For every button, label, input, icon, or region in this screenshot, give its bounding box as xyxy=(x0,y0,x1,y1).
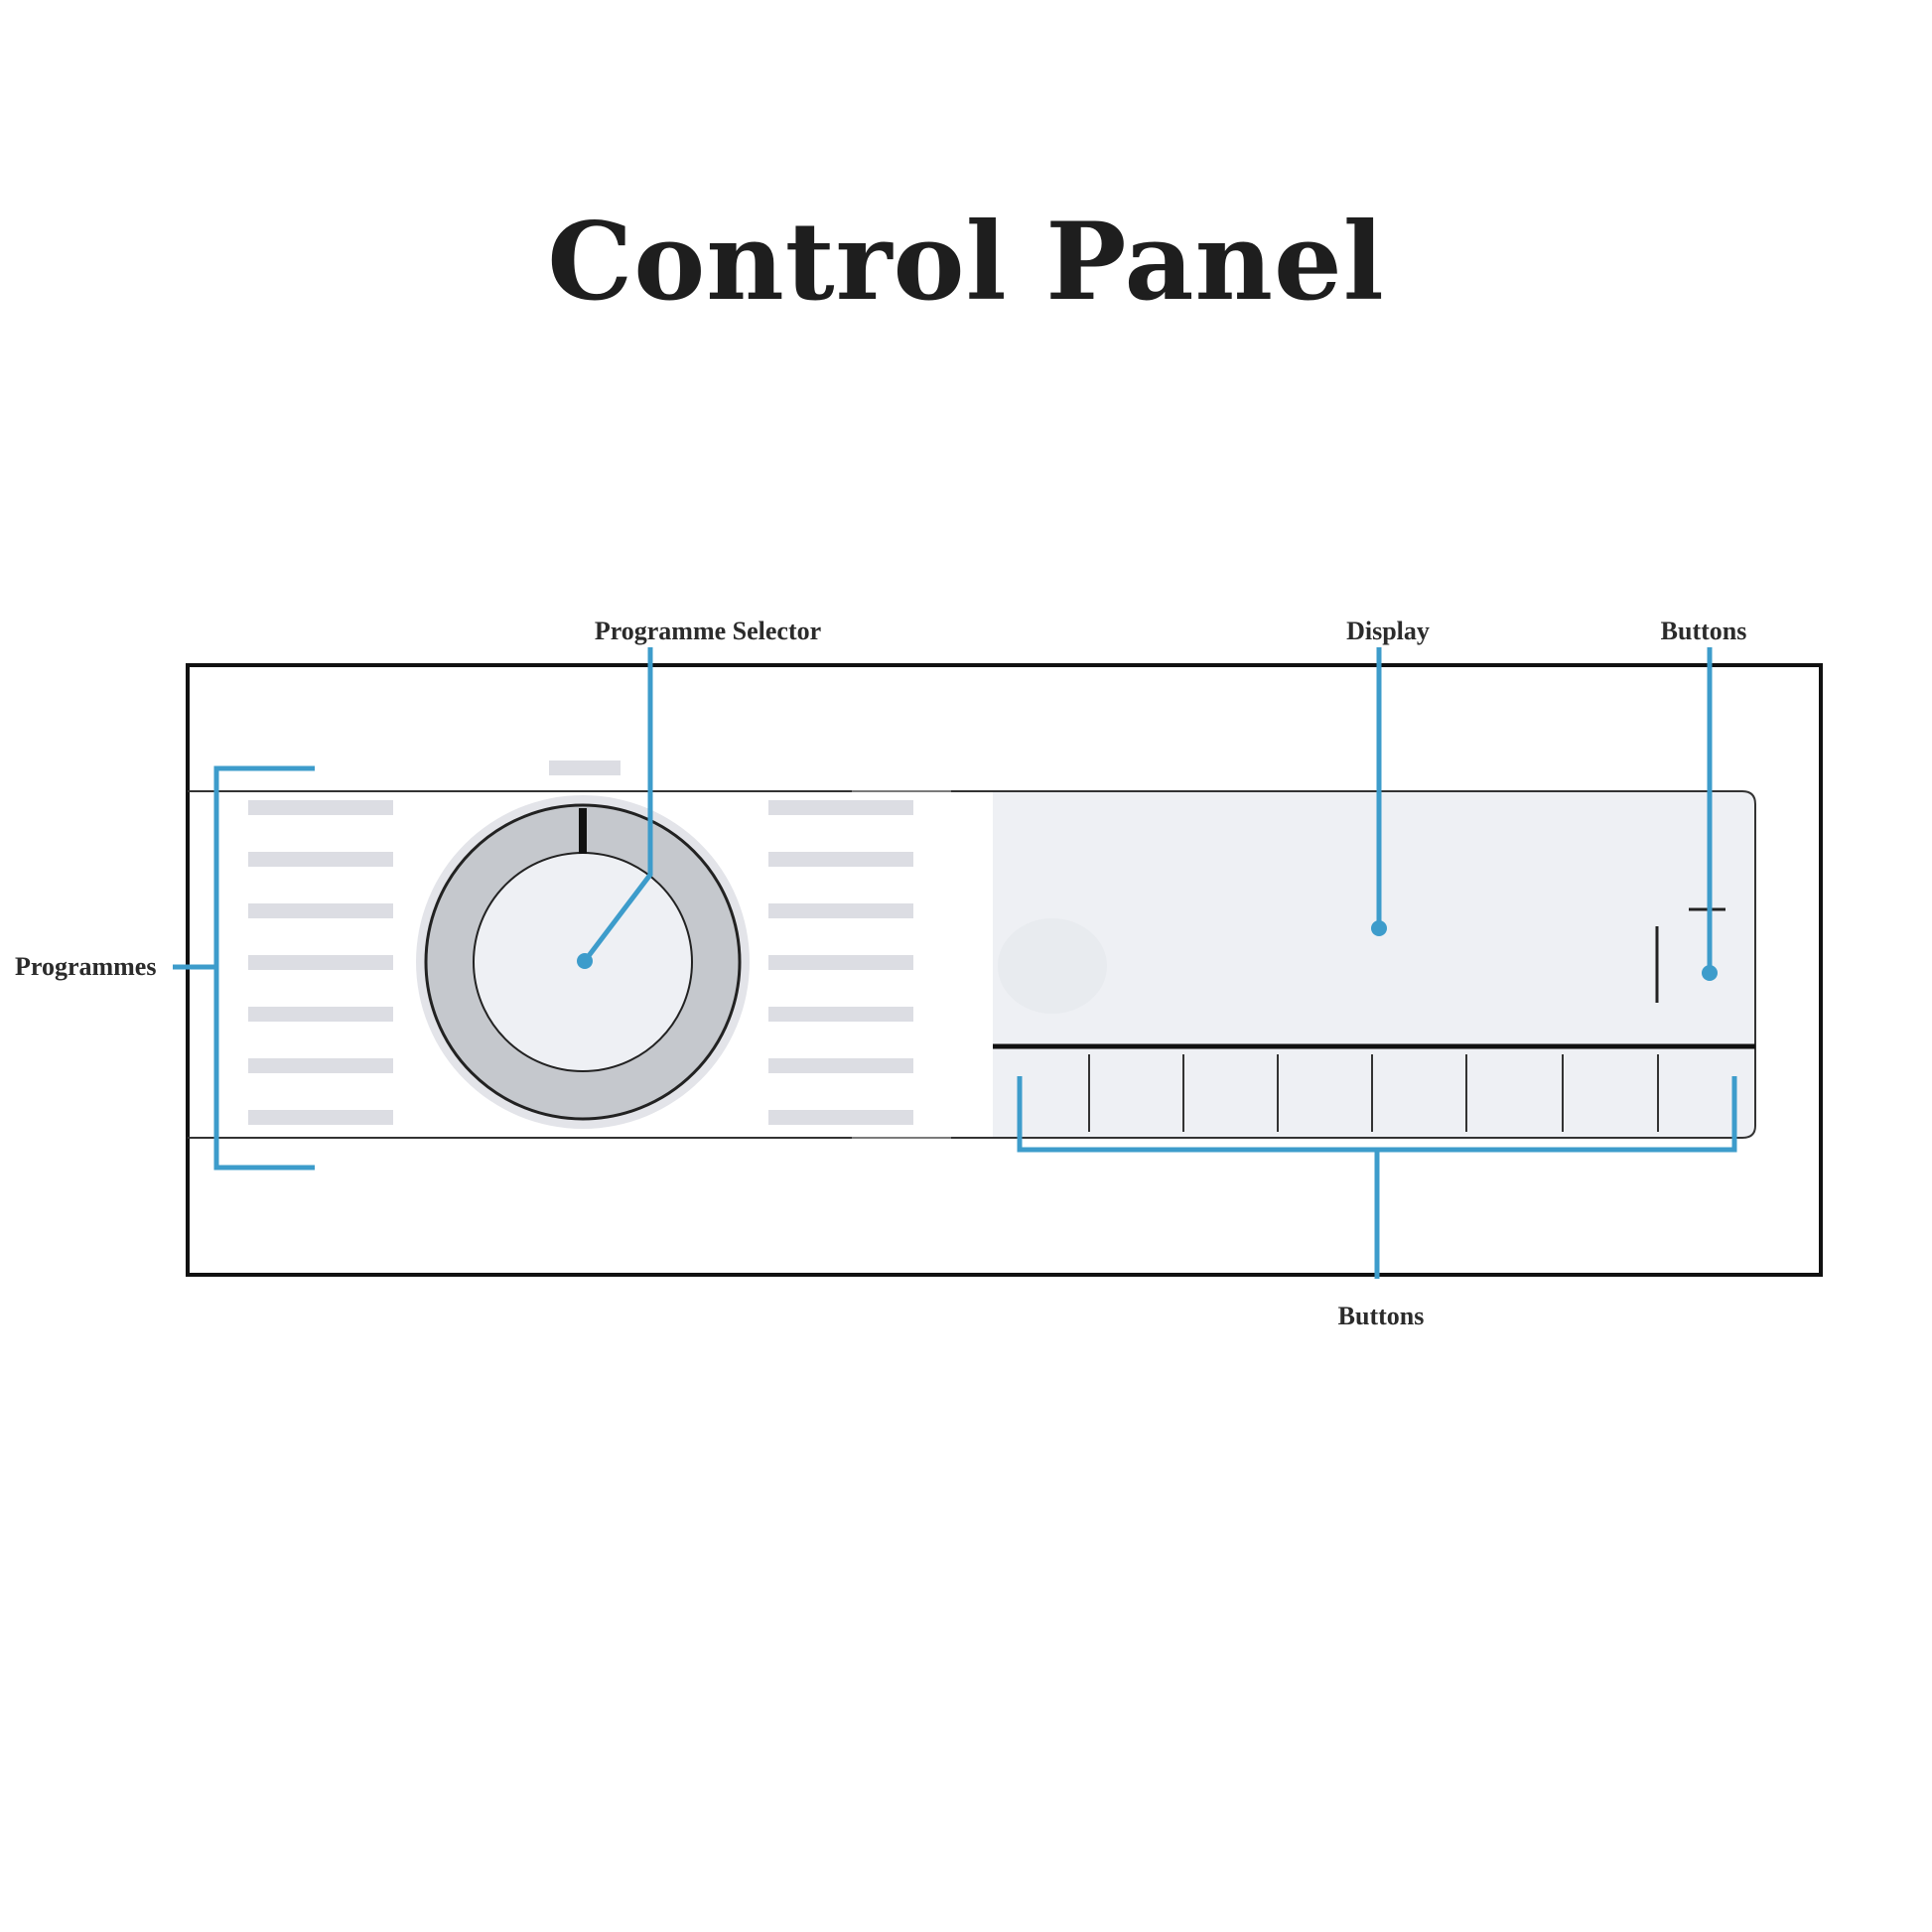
top-programme-bar xyxy=(549,760,621,775)
programme-bar xyxy=(768,1058,913,1073)
display-dot xyxy=(1371,920,1387,936)
programme-bar xyxy=(248,1007,393,1022)
display-glare xyxy=(998,918,1107,1014)
label-buttons-bottom: Buttons xyxy=(1338,1302,1425,1330)
programme-bar xyxy=(768,852,913,867)
buttons-dot xyxy=(1702,965,1718,981)
callout-dots xyxy=(577,920,1718,981)
programme-bar xyxy=(248,852,393,867)
programme-bar xyxy=(248,800,393,815)
programme-list-right xyxy=(768,800,913,1125)
programme-bar xyxy=(768,1110,913,1125)
label-programme-selector: Programme Selector xyxy=(595,617,821,645)
display-module-outline xyxy=(993,790,1756,1139)
programme-bar xyxy=(768,1007,913,1022)
selector-leader xyxy=(583,647,653,963)
programme-bar xyxy=(248,1110,393,1125)
programme-bar xyxy=(248,1058,393,1073)
programme-bar xyxy=(248,903,393,918)
label-buttons-top: Buttons xyxy=(1661,617,1747,645)
selector-dot xyxy=(577,953,593,969)
page-title: Control Panel xyxy=(547,200,1385,325)
programme-bar xyxy=(768,800,913,815)
label-display: Display xyxy=(1346,617,1430,645)
callouts xyxy=(173,647,1737,1279)
programme-bar xyxy=(768,955,913,970)
programme-list-left xyxy=(248,800,393,1125)
programme-bar xyxy=(248,955,393,970)
programme-bar xyxy=(768,903,913,918)
outer-frame xyxy=(186,663,1823,1277)
label-programmes: Programmes xyxy=(15,952,156,981)
